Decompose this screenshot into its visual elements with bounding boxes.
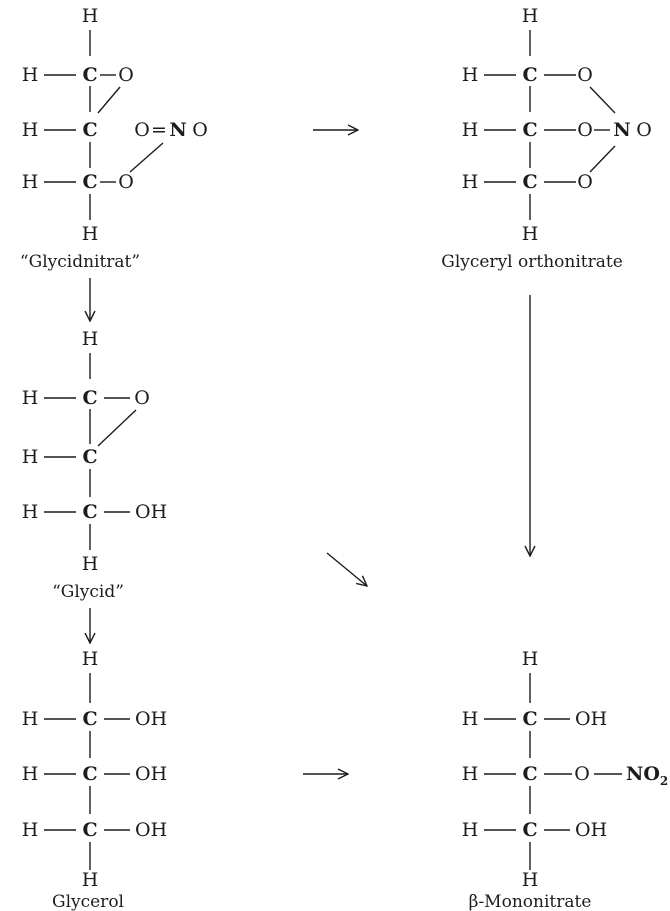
orthonitrate-bond (589, 86, 616, 114)
glycid-c1-carbon: C (82, 387, 97, 409)
mononitrate-nitro-group: NO2 (626, 763, 668, 788)
glycidnitrat-c2-hydrogen: H (22, 119, 39, 141)
glycidnitrat-structure: H H C O H C O = N O H C O H “Glycidnitra… (20, 5, 208, 272)
glycidnitrat-nitrogen-oxygen: O (192, 119, 208, 141)
orthonitrate-oxygen-1: O (577, 64, 593, 86)
mononitrate-c1-hydrogen: H (462, 708, 479, 730)
mononitrate-ester-oxygen: O (574, 763, 590, 785)
glycerol-structure: H H C OH H C OH H C OH H Glycerol (22, 648, 167, 911)
glycidnitrat-nitrogen: N (169, 119, 186, 141)
glycid-top-hydrogen: H (82, 328, 99, 350)
mononitrate-c3-hydrogen: H (462, 819, 479, 841)
glycerol-hydroxyl-3: OH (135, 819, 167, 841)
orthonitrate-c2-hydrogen: H (462, 119, 479, 141)
orthonitrate-c1-carbon: C (522, 64, 537, 86)
glycidnitrat-epoxide-oxygen: O (118, 64, 134, 86)
glycid-c3-hydrogen: H (22, 501, 39, 523)
glycidnitrat-top-hydrogen: H (82, 5, 99, 27)
glycid-epoxide-oxygen: O (134, 387, 150, 409)
orthonitrate-caption: Glyceryl orthonitrate (441, 252, 623, 272)
orthonitrate-oxygen-3: O (577, 171, 593, 193)
glycidnitrat-double-bond: = (151, 119, 167, 141)
glycidnitrat-nitroso-oxygen: O (134, 119, 150, 141)
glyceryl-orthonitrate-structure: H H C O H C O N O H C O H Glyceryl ortho… (441, 5, 652, 272)
glycerol-hydroxyl-2: OH (135, 763, 167, 785)
glycerol-c3-hydrogen: H (22, 819, 39, 841)
glycid-c1-hydrogen: H (22, 387, 39, 409)
glycid-c2-carbon: C (82, 446, 97, 468)
glycid-bottom-hydrogen: H (82, 553, 99, 575)
glycerol-caption: Glycerol (52, 892, 124, 911)
orthonitrate-top-hydrogen: H (522, 5, 539, 27)
glycerol-hydroxyl-1: OH (135, 708, 167, 730)
orthonitrate-nitrogen-oxygen: O (636, 119, 652, 141)
orthonitrate-bottom-hydrogen: H (522, 223, 539, 245)
glycid-caption: “Glycid” (52, 582, 124, 602)
mononitrate-c2-hydrogen: H (462, 763, 479, 785)
glycidnitrat-ester-oxygen: O (118, 171, 134, 193)
mononitrate-c2-carbon: C (522, 763, 537, 785)
mononitrate-bottom-hydrogen: H (522, 869, 539, 891)
glycerol-c2-hydrogen: H (22, 763, 39, 785)
glycidnitrat-caption: “Glycidnitrat” (20, 252, 140, 272)
orthonitrate-bond (589, 145, 616, 173)
orthonitrate-c3-hydrogen: H (462, 171, 479, 193)
glycid-c3-carbon: C (82, 501, 97, 523)
beta-mononitrate-structure: H H C OH H C O NO2 H C OH H β-Mononitrat… (462, 648, 669, 911)
mononitrate-top-hydrogen: H (522, 648, 539, 670)
mononitrate-c3-carbon: C (522, 819, 537, 841)
glycerol-c1-carbon: C (82, 708, 97, 730)
glycidnitrat-c3-carbon: C (82, 171, 97, 193)
orthonitrate-c1-hydrogen: H (462, 64, 479, 86)
mononitrate-hydroxyl-2: OH (575, 819, 607, 841)
glycerol-c1-hydrogen: H (22, 708, 39, 730)
mononitrate-nitro-subscript: 2 (660, 774, 668, 788)
glycidnitrat-c1-carbon: C (82, 64, 97, 86)
glycidnitrat-bond (97, 86, 121, 114)
orthonitrate-oxygen-2: O (577, 119, 593, 141)
glycidnitrat-c1-hydrogen: H (22, 64, 39, 86)
glycidnitrat-bottom-hydrogen: H (82, 223, 99, 245)
glycid-bond (97, 409, 137, 447)
glycidnitrat-bond (129, 142, 164, 173)
orthonitrate-c3-carbon: C (522, 171, 537, 193)
mononitrate-caption: β-Mononitrate (469, 892, 592, 911)
arrow-glycid-to-mononitrate (326, 552, 367, 586)
glycidnitrat-c2-carbon: C (82, 119, 97, 141)
mononitrate-c1-carbon: C (522, 708, 537, 730)
glycerol-top-hydrogen: H (82, 648, 99, 670)
mononitrate-nitro-label: NO (626, 763, 660, 785)
glycerol-c3-carbon: C (82, 819, 97, 841)
orthonitrate-nitrogen: N (613, 119, 630, 141)
glycid-hydroxyl: OH (135, 501, 167, 523)
glycid-c2-hydrogen: H (22, 446, 39, 468)
glycid-structure: H H C O H C H C OH H “Glycid” (22, 328, 167, 602)
glycerol-c2-carbon: C (82, 763, 97, 785)
glycerol-bottom-hydrogen: H (82, 869, 99, 891)
orthonitrate-c2-carbon: C (522, 119, 537, 141)
mononitrate-hydroxyl-1: OH (575, 708, 607, 730)
glycidnitrat-c3-hydrogen: H (22, 171, 39, 193)
